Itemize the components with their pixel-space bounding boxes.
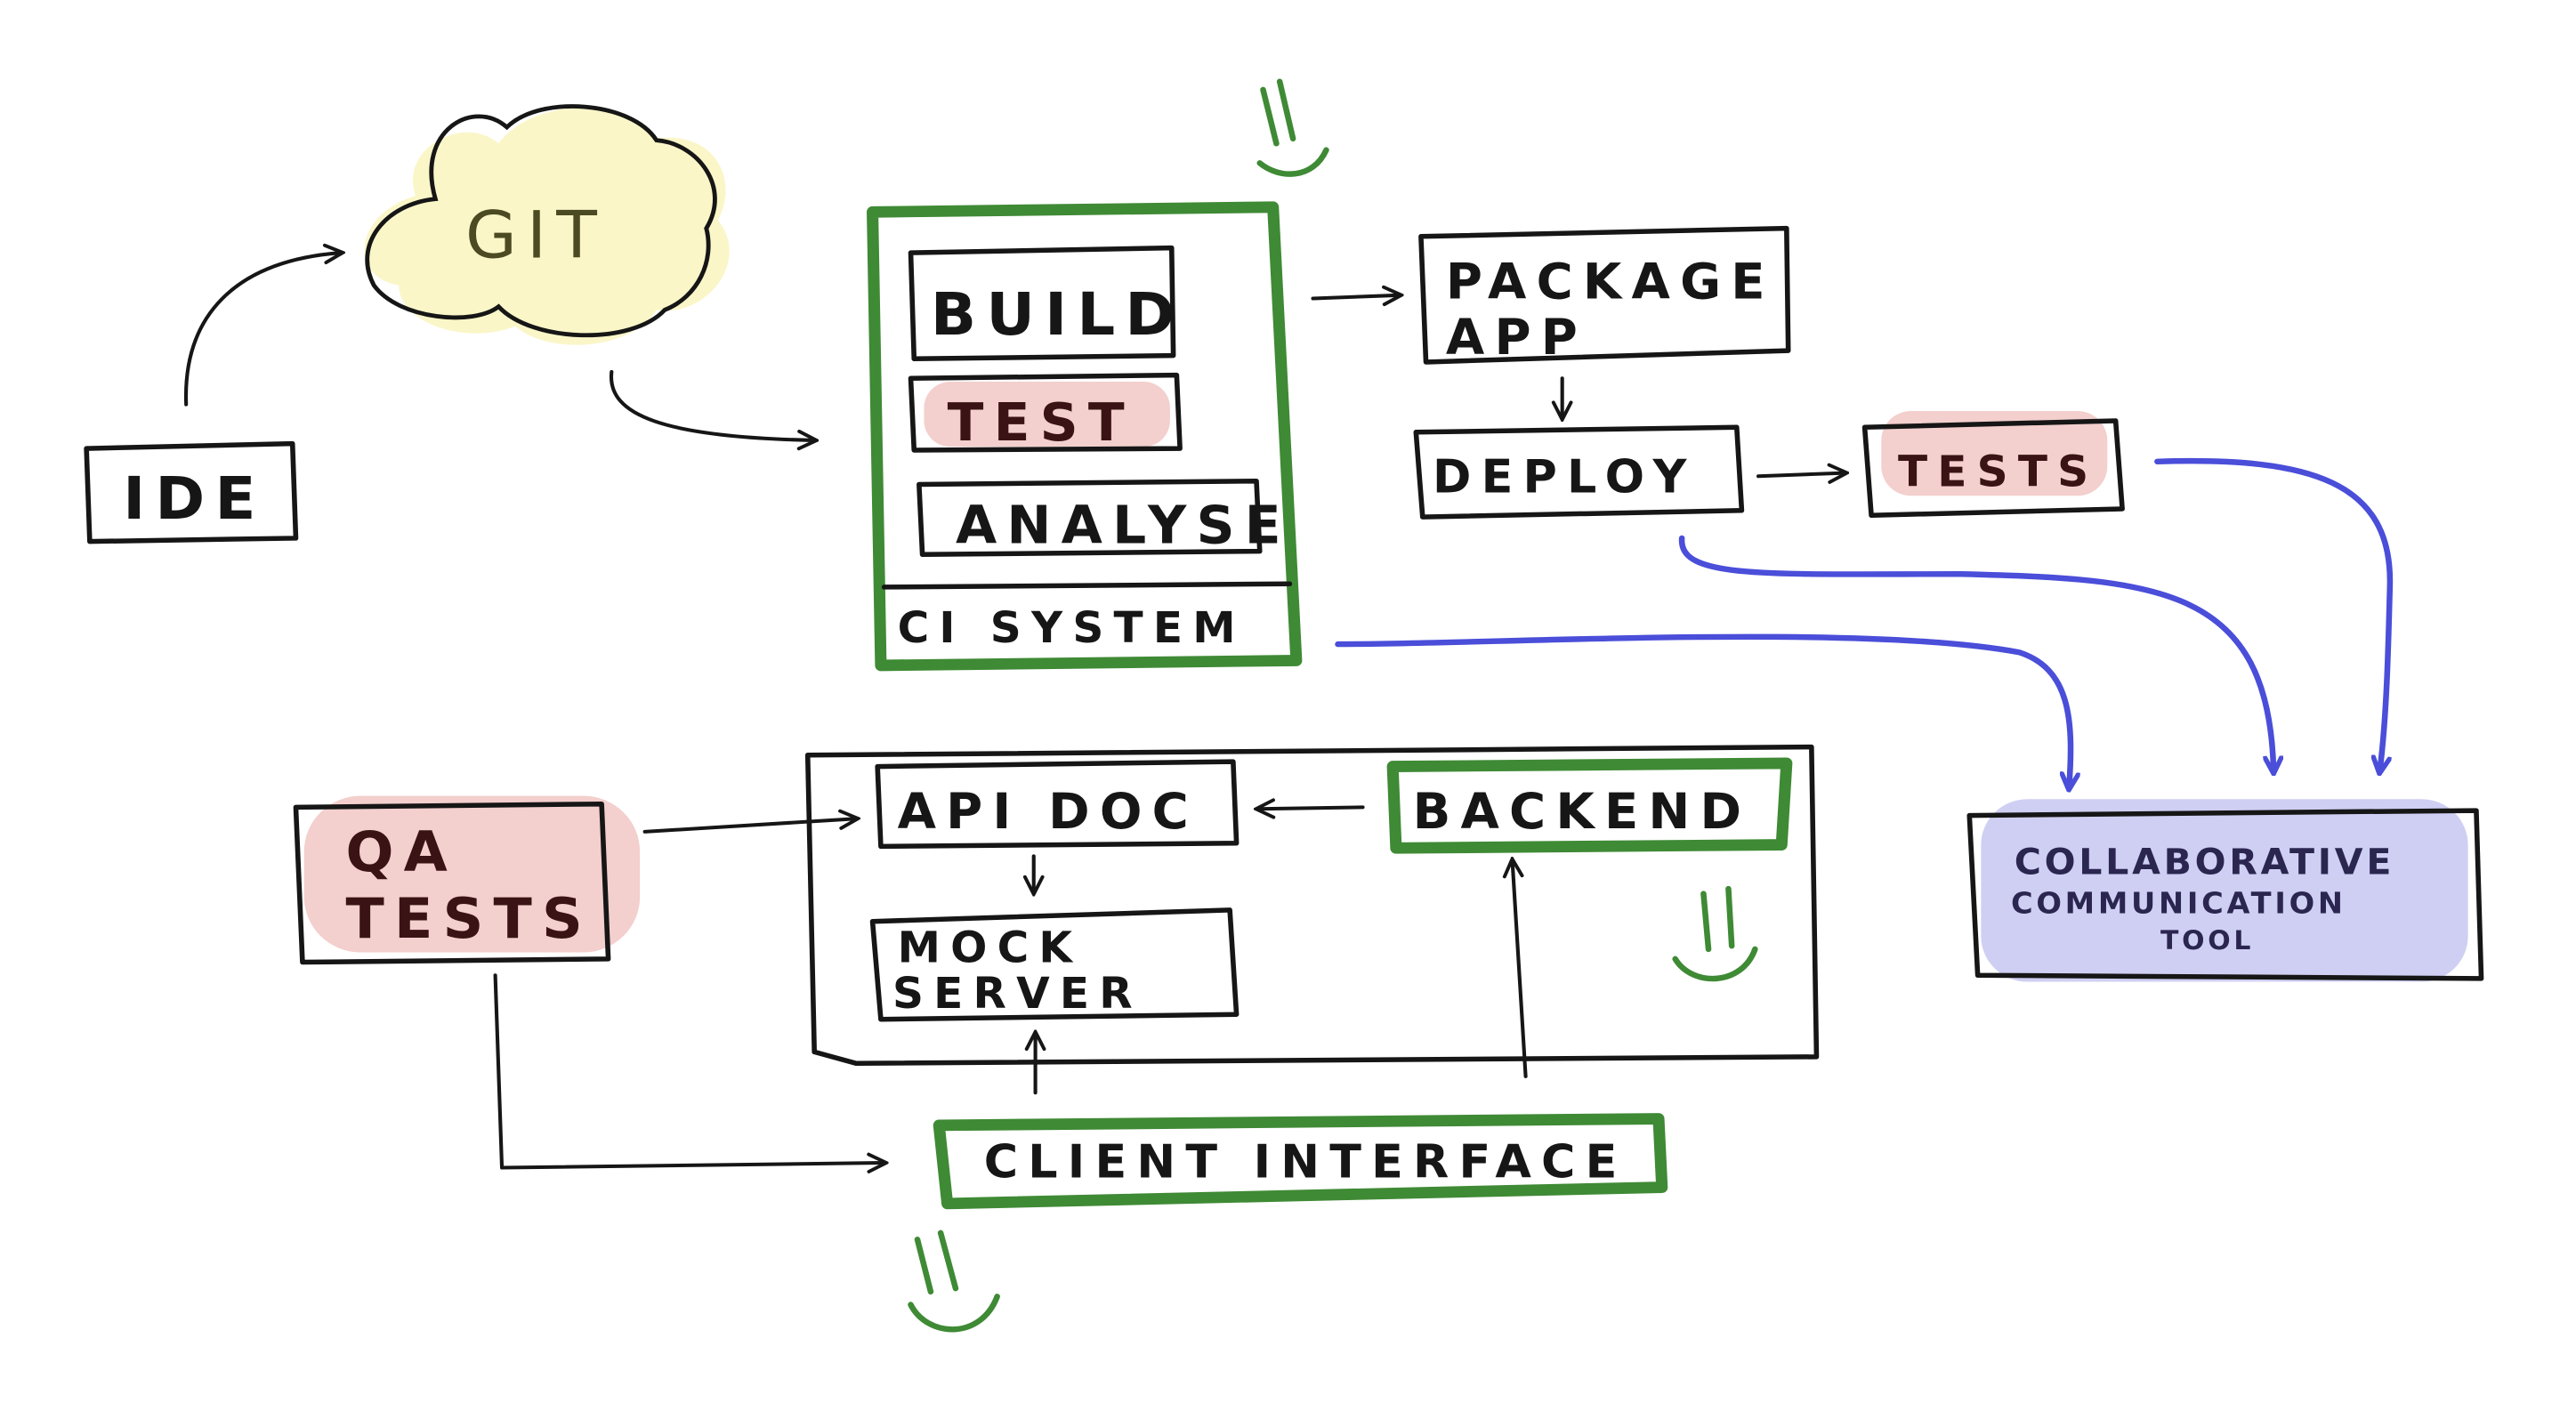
qa-tests-node: QA TESTS	[293, 795, 641, 965]
git-cloud: GIT	[364, 104, 730, 345]
ide-to-git-arrow	[184, 253, 341, 407]
analyse-label: ANALYSE	[956, 495, 1291, 555]
package-app-node: PACKAGE APP	[1418, 225, 1791, 367]
ide-label: IDE	[123, 464, 265, 533]
mock-line2: SERVER	[892, 969, 1143, 1018]
ci-system-group: BUILD TEST ANALYSE CI SYSTEM	[867, 201, 1303, 672]
ci-to-package-arrow	[1311, 295, 1400, 299]
qa-line2: TESTS	[345, 887, 592, 951]
ci-system-label: CI SYSTEM	[898, 604, 1246, 653]
backend-node: BACKEND	[1386, 757, 1793, 854]
backend-to-api-arrow	[1258, 807, 1365, 809]
client-interface-label: CLIENT INTERFACE	[984, 1136, 1627, 1189]
qa-to-api-arrow	[642, 818, 856, 834]
deploy-label: DEPLOY	[1433, 451, 1697, 504]
collab-line1: COLLABORATIVE	[2015, 841, 2394, 883]
git-to-ci-arrow	[610, 369, 814, 440]
package-app-line2: APP	[1446, 309, 1587, 366]
ci-to-collab-arrow	[1335, 633, 2071, 786]
backend-label: BACKEND	[1413, 784, 1752, 841]
qa-line1: QA	[345, 819, 457, 883]
tests-label: TESTS	[1898, 447, 2098, 496]
mock-server-node: MOCK SERVER	[869, 907, 1240, 1022]
collab-line3: TOOL	[2160, 925, 2254, 955]
smiley-icon	[1672, 885, 1758, 982]
test-label: TEST	[948, 391, 1135, 452]
api-doc-label: API DOC	[898, 784, 1199, 841]
deploy-node: DEPLOY	[1413, 424, 1745, 520]
smiley-icon	[1256, 78, 1329, 177]
git-label: GIT	[465, 198, 607, 273]
collab-line2: COMMUNICATION	[2011, 886, 2346, 921]
build-label: BUILD	[931, 279, 1185, 348]
tests-node: TESTS	[1861, 410, 2125, 519]
client-to-backend-arrow	[1513, 861, 1528, 1078]
collaborative-tool-node: COLLABORATIVE COMMUNICATION TOOL	[1966, 799, 2484, 982]
api-doc-node: API DOC	[875, 759, 1240, 850]
qa-to-client-arrow	[493, 973, 884, 1167]
client-interface-node: CLIENT INTERFACE	[933, 1113, 1668, 1210]
deploy-to-collab-arrow	[1678, 535, 2273, 770]
cloud-icon	[364, 107, 730, 345]
mock-line1: MOCK	[898, 923, 1083, 972]
deploy-to-tests-arrow	[1756, 473, 1845, 477]
backend-container	[804, 744, 1820, 1066]
tests-to-collab-arrow	[2154, 457, 2394, 770]
smiley-icon	[908, 1229, 1000, 1333]
package-app-line1: PACKAGE	[1446, 254, 1775, 310]
ide-node: IDE	[84, 440, 299, 544]
